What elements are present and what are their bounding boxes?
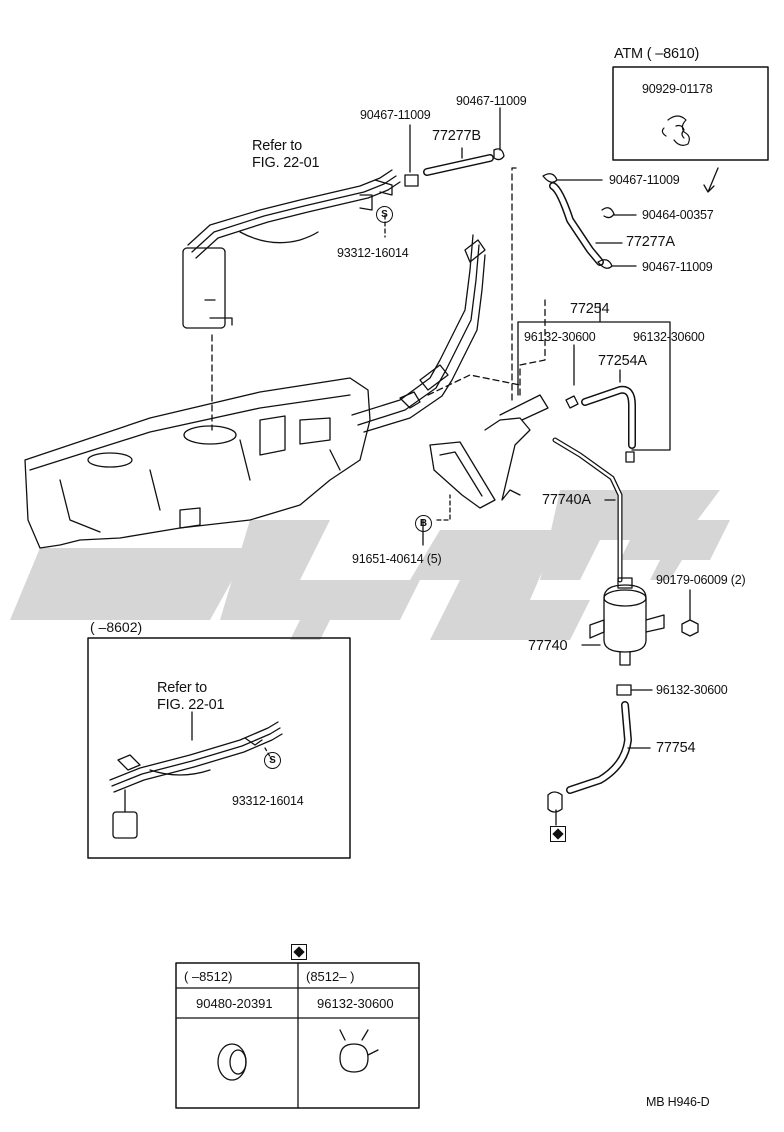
inset-part-93312-16014: 93312-16014 bbox=[232, 794, 304, 808]
atm-arrow bbox=[703, 167, 719, 193]
fuel-lines-drawing bbox=[351, 234, 486, 433]
table-diamond-marker-box bbox=[291, 944, 307, 960]
part-77754: 77754 bbox=[656, 740, 696, 756]
fuel-pump-drawing bbox=[182, 169, 401, 329]
fuel-filter-drawing bbox=[589, 577, 665, 666]
grommet-77754 bbox=[547, 791, 563, 813]
fig-22-01-label: FIG. 22-01 bbox=[252, 155, 320, 171]
part-77254a: 77254A bbox=[598, 353, 647, 369]
inset-fig-label: FIG. 22-01 bbox=[157, 697, 225, 713]
footer-code: MB H946-D bbox=[646, 1095, 710, 1109]
part-96132-30600-b: 96132-30600 bbox=[633, 330, 705, 344]
part-96132-30600-c: 96132-30600 bbox=[656, 683, 728, 697]
leader-dashed-mid bbox=[519, 299, 546, 396]
part-91651-40614: 91651-40614 (5) bbox=[352, 552, 442, 566]
atm-clamp-drawing bbox=[661, 115, 690, 146]
part-90467-11009-d: 90467-11009 bbox=[642, 260, 713, 274]
clamp-90467-d bbox=[597, 259, 613, 269]
bracket-drawing bbox=[429, 394, 549, 509]
table-col2-part: 96132-30600 bbox=[317, 996, 394, 1011]
leader-b-up bbox=[436, 494, 451, 521]
diamond-icon bbox=[552, 828, 564, 840]
diamond-marker-box bbox=[550, 826, 566, 842]
refer-to-label: Refer to bbox=[252, 138, 302, 154]
nut-90179 bbox=[681, 619, 699, 637]
clamp-96132-c bbox=[616, 684, 632, 696]
hose-77754-inner bbox=[567, 702, 631, 793]
part-96132-30600-a: 96132-30600 bbox=[524, 330, 596, 344]
clamp-90467-a bbox=[404, 174, 419, 187]
inset-title: ( –8602) bbox=[90, 619, 143, 635]
clamp-90464 bbox=[601, 207, 615, 219]
clamp-90467-b bbox=[493, 148, 505, 161]
hose-77277a-inner bbox=[550, 183, 603, 265]
atm-label: ATM ( –8610) bbox=[614, 46, 700, 62]
inset-pump-drawing bbox=[109, 721, 283, 839]
table-part1-drawing bbox=[217, 1043, 247, 1081]
table-diamond-icon bbox=[293, 946, 305, 958]
hose-77754 bbox=[566, 701, 632, 794]
pipe-77740a-inner bbox=[553, 438, 622, 582]
part-77254: 77254 bbox=[570, 301, 610, 317]
part-90929-01178: 90929-01178 bbox=[642, 82, 713, 96]
s-circle-marker: S bbox=[376, 206, 393, 223]
table-part2-drawing bbox=[339, 1029, 379, 1073]
fuel-tank-drawing bbox=[24, 377, 371, 549]
bracket-77254 bbox=[517, 303, 671, 451]
part-77740: 77740 bbox=[528, 638, 568, 654]
table-grid bbox=[175, 962, 420, 1109]
clamp-96132-b bbox=[625, 451, 635, 463]
part-77277b: 77277B bbox=[432, 128, 481, 144]
part-77740a: 77740A bbox=[542, 492, 591, 508]
part-90464-00357: 90464-00357 bbox=[642, 208, 714, 222]
clamp-96132-a bbox=[565, 395, 579, 409]
leader-dashed-tank bbox=[427, 374, 521, 396]
table-col1-part: 90480-20391 bbox=[196, 996, 273, 1011]
inset-refer-to-label: Refer to bbox=[157, 680, 207, 696]
atm-box bbox=[612, 66, 769, 161]
part-93312-16014: 93312-16014 bbox=[337, 246, 409, 260]
part-77277a: 77277A bbox=[626, 234, 675, 250]
clamp-90467-c bbox=[542, 173, 558, 183]
inset-box bbox=[87, 637, 351, 859]
leader-dashed-left bbox=[511, 167, 521, 401]
part-90467-11009-a: 90467-11009 bbox=[360, 108, 431, 122]
part-90467-11009-b: 90467-11009 bbox=[456, 94, 527, 108]
part-90179-06009: 90179-06009 (2) bbox=[656, 573, 746, 587]
watermark-logo bbox=[10, 490, 730, 640]
hose-77277b-inner bbox=[424, 155, 493, 175]
b-circle-marker: B bbox=[415, 515, 432, 532]
part-90467-11009-c: 90467-11009 bbox=[609, 173, 680, 187]
table-col1-header: ( –8512) bbox=[184, 969, 233, 984]
inset-s-circle-marker: S bbox=[264, 752, 281, 769]
hose-77254a-inner bbox=[582, 387, 635, 448]
table-col2-header: (8512– ) bbox=[306, 969, 355, 984]
